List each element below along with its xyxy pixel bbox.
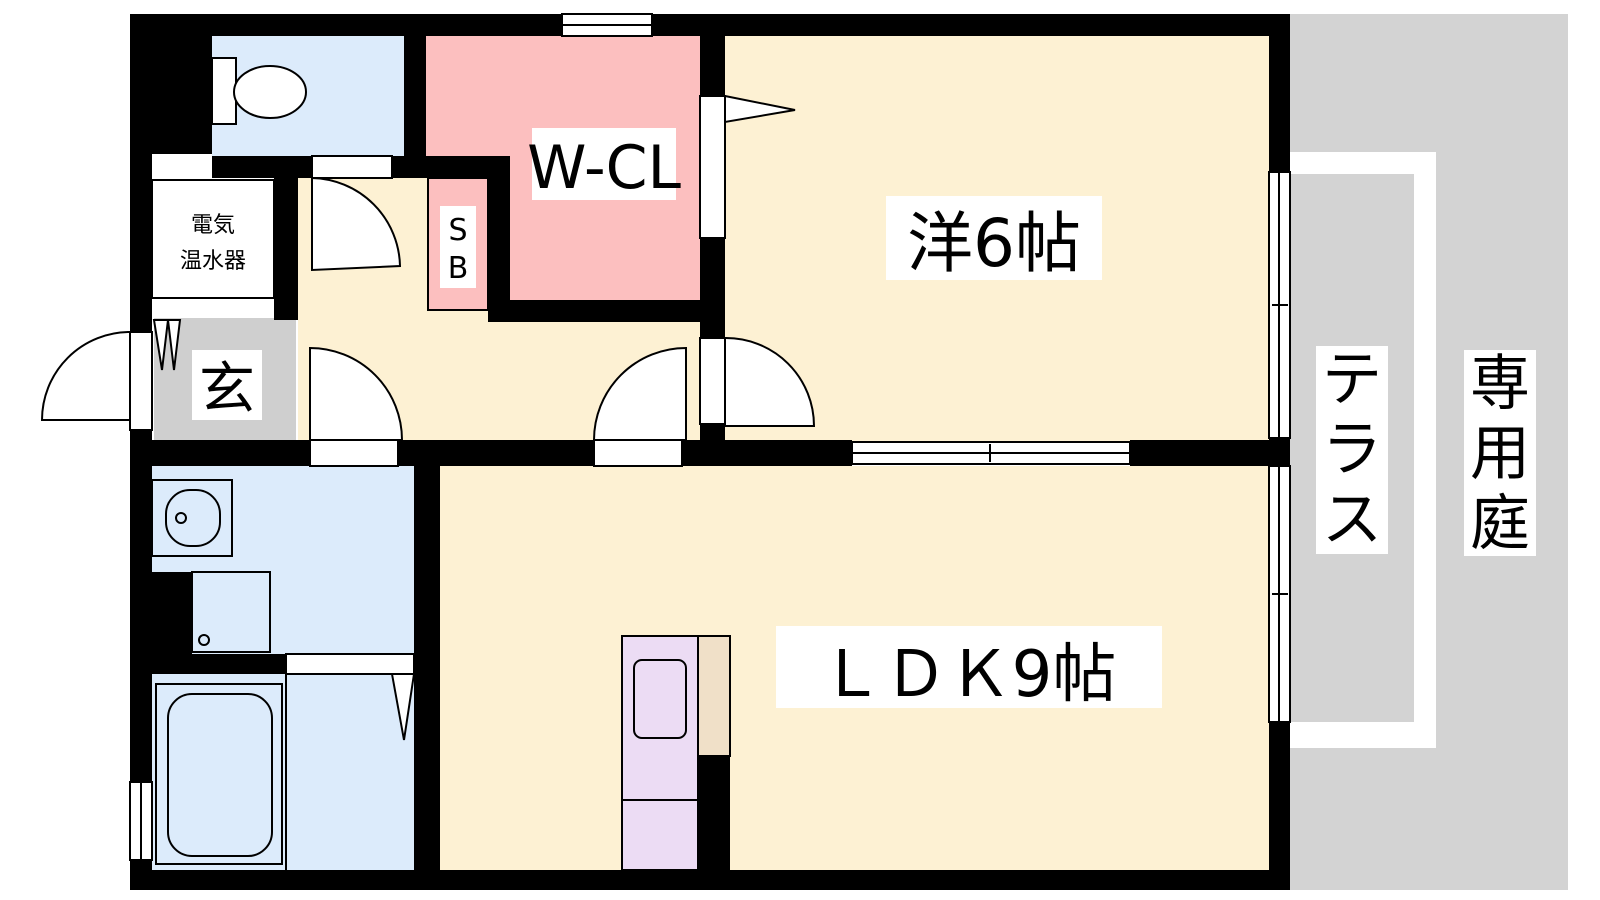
western-room-label-bg	[886, 196, 1102, 280]
private-garden-label: 専用庭	[1470, 349, 1530, 559]
shoe-box-label-bg	[440, 206, 476, 288]
bathtub-icon	[155, 683, 283, 865]
western-room-label: 洋6帖	[907, 205, 1081, 282]
entrance-label: 玄	[199, 357, 255, 422]
entrance-label-bg	[192, 350, 262, 420]
wcl-label-bg	[532, 128, 676, 200]
water-heater-label-line1: 電気	[191, 213, 235, 238]
ldk-label-bg	[776, 626, 1162, 708]
walls	[130, 14, 1290, 890]
kitchen-sink-icon	[621, 635, 731, 871]
terrace-label-bg	[1316, 346, 1388, 554]
doors	[40, 94, 816, 870]
water-heater-label-line2: 温水器	[180, 249, 246, 274]
terrace-label: テラス	[1322, 345, 1382, 555]
ldk-label: ＬＤＫ9帖	[820, 638, 1117, 712]
toilet-icon	[211, 57, 307, 125]
windows	[129, 13, 1291, 861]
walk-in-closet-label: W-CL	[527, 133, 681, 203]
garden-label-bg	[1464, 350, 1536, 556]
washbasin-icon	[151, 479, 233, 557]
washing-machine-icon	[191, 571, 271, 653]
water-heater-box	[151, 179, 275, 299]
